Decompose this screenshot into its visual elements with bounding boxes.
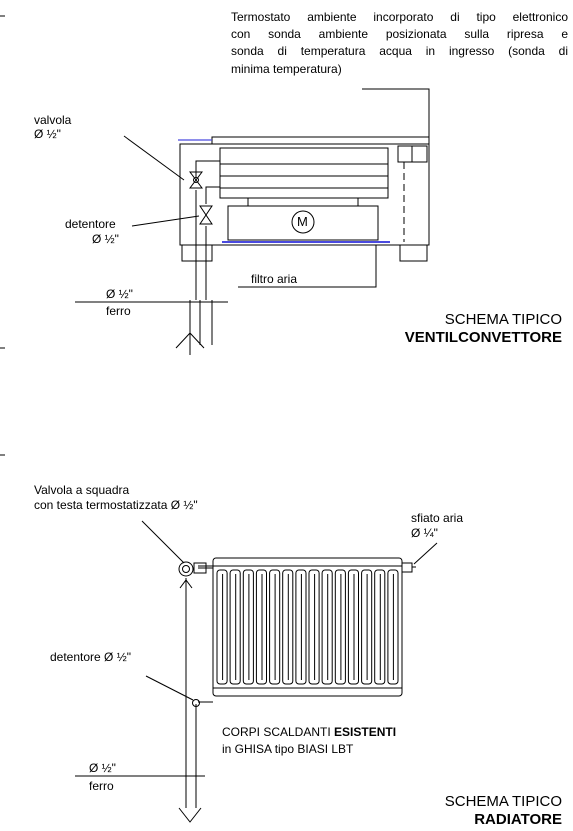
thermostat-note-line-2: con sonda ambiente posizionata sulla rip…	[231, 27, 568, 41]
radiator-column	[255, 569, 267, 685]
pipe-material: ferro	[106, 304, 131, 318]
radiator-column	[216, 569, 228, 685]
radiator-body	[212, 557, 403, 697]
radiator-column	[282, 569, 294, 685]
bodies-note-line-1: CORPI SCALDANTI ESISTENTI	[222, 725, 396, 739]
motor-label: M	[297, 214, 308, 229]
radiator-piping	[185, 565, 213, 808]
filter-label: filtro aria	[251, 272, 298, 286]
bodies-note-line-2: in GHISA tipo BIASI LBT	[222, 742, 354, 756]
radiator-column	[334, 569, 346, 685]
radiator-columns	[216, 569, 399, 685]
fancoil-unit	[179, 136, 430, 262]
valve-icon	[189, 171, 203, 189]
air-vent-icon	[401, 562, 413, 573]
lockshield-icon	[199, 205, 213, 225]
vent-size: Ø ¼"	[411, 526, 438, 540]
bodies-note-emphasis: ESISTENTI	[334, 725, 397, 739]
radiator-column	[295, 569, 307, 685]
fancoil-piping	[189, 160, 220, 345]
lockshield-size: Ø ½"	[92, 232, 119, 246]
vent-label: sfiato aria	[411, 511, 464, 525]
radiator-schema-title: RADIATORE	[474, 811, 562, 828]
radiator-pipe-size: Ø ½"	[89, 761, 116, 775]
radiator-column	[308, 569, 320, 685]
radiator-column	[361, 569, 373, 685]
radiator-lockshield-icon	[192, 699, 200, 707]
radiator-column	[269, 569, 281, 685]
thermostat-note-line-3: sonda di temperatura acqua in ingresso (…	[231, 44, 568, 58]
valve-label: valvola	[34, 113, 72, 127]
thermostat-note-line-1: Termostato ambiente incorporato di tipo …	[231, 10, 568, 24]
down-arrow-icon	[178, 807, 202, 823]
radiator-column	[242, 569, 254, 685]
thermostat-note-line-4: minima temperatura)	[231, 62, 342, 76]
angle-valve-icon	[178, 561, 194, 577]
radiator-column	[321, 569, 333, 685]
angle-valve-label-line-1: Valvola a squadra	[34, 483, 130, 497]
pipe-size: Ø ½"	[106, 287, 133, 301]
thermostatic-head-icon	[193, 562, 207, 574]
motor-icon	[291, 210, 315, 234]
lockshield-label: detentore	[65, 217, 116, 231]
radiator-column	[374, 569, 386, 685]
radiator-column	[347, 569, 359, 685]
radiator-column	[229, 569, 241, 685]
radiator-column	[387, 569, 399, 685]
bodies-note-prefix: CORPI SCALDANTI	[222, 725, 335, 739]
radiator-schema-label: SCHEMA TIPICO	[444, 793, 562, 810]
angle-valve-label-line-2: con testa termostatizzata Ø ½"	[34, 498, 198, 512]
fancoil-schema-title: VENTILCONVETTORE	[404, 329, 562, 346]
fancoil-schema-label: SCHEMA TIPICO	[444, 311, 562, 328]
radiator-lockshield-label: detentore Ø ½"	[50, 650, 131, 664]
valve-size: Ø ½"	[34, 127, 61, 141]
radiator-pipe-material: ferro	[89, 779, 114, 793]
